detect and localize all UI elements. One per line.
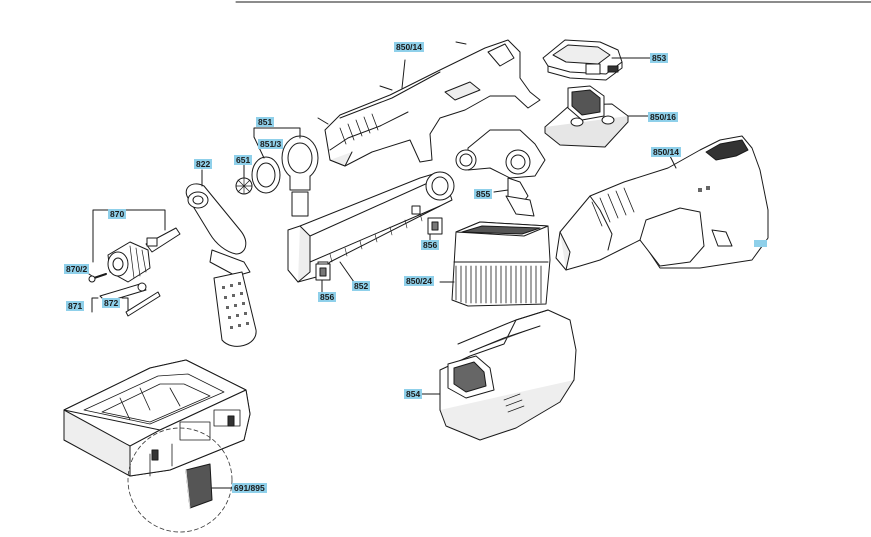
callout-850-14-top: 850/14 xyxy=(394,42,424,52)
callout-854: 854 xyxy=(404,389,423,399)
part-850-14-upper-housing xyxy=(317,39,541,167)
part-853-bracket xyxy=(542,39,651,81)
part-856-clip-b xyxy=(315,263,331,293)
part-870-chuck xyxy=(92,209,181,283)
callout-872: 872 xyxy=(102,298,121,308)
part-854-dust-box xyxy=(419,309,577,441)
part-856-clip-a xyxy=(427,217,443,241)
part-850-24-filter xyxy=(439,221,551,307)
part-850-16-frame xyxy=(544,85,649,148)
callout-691-895: 691/895 xyxy=(232,483,267,493)
callout-871: 871 xyxy=(66,301,85,311)
callout-853: 853 xyxy=(650,53,669,63)
callout-851-3: 851/3 xyxy=(258,139,284,149)
callout-651: 651 xyxy=(234,155,253,165)
part-651-washer xyxy=(235,161,253,195)
part-851-seal-rings xyxy=(251,127,319,217)
callout-822: 822 xyxy=(194,159,213,169)
callout-855: 855 xyxy=(474,189,493,199)
part-855-elbow xyxy=(455,129,546,217)
callout-850-14-right: 850/14 xyxy=(651,147,681,157)
callout-851: 851 xyxy=(256,117,275,127)
callout-850-16: 850/16 xyxy=(648,112,678,122)
part-850-14-main-housing xyxy=(555,135,769,271)
callout-870-2: 870/2 xyxy=(64,264,90,274)
color-swatch xyxy=(754,240,767,247)
callout-856-a: 856 xyxy=(421,240,440,250)
callout-856-b: 856 xyxy=(318,292,337,302)
part-822-side-handle xyxy=(185,169,257,347)
carry-case xyxy=(63,359,251,533)
callout-850-24: 850/24 xyxy=(404,276,434,286)
callout-870: 870 xyxy=(108,209,127,219)
callout-852: 852 xyxy=(352,281,371,291)
